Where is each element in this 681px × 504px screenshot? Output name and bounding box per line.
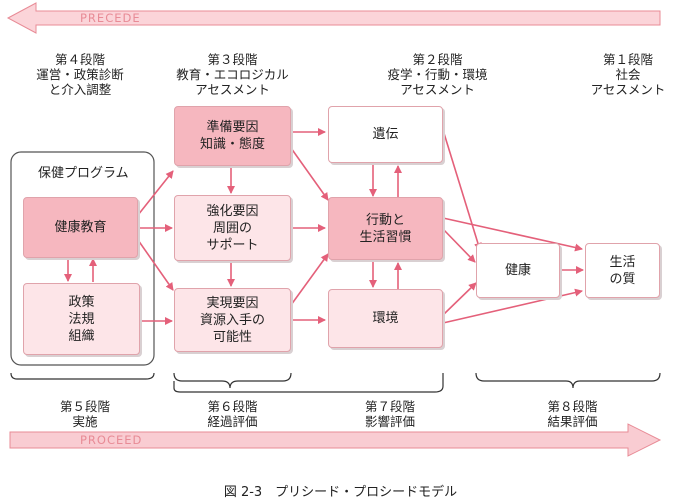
program-frame [10,151,155,366]
arrow-heredity-health [442,129,482,251]
heredity-box: 遺伝 [328,106,443,163]
phase-6-label: 第６段階 経過評価 [207,399,258,429]
program-title: 保健プログラム [38,166,129,181]
arrow-edu-enabling [137,239,174,291]
arrow-enabling-behavior [290,253,329,306]
phase-5-label: 第５段階 実施 [59,399,110,429]
bracket-implementation [10,372,155,380]
figure-caption: 図 2-3 プリシード・プロシードモデル [223,485,458,500]
predisposing-factor-box: 準備要因 知識・態度 [174,106,291,166]
bracket-impact [173,373,444,393]
precede-label: PRECEDE [80,11,141,25]
qol-box: 生活 の質 [585,243,660,298]
policy-box: 政策 法規 組織 [23,283,140,355]
behavior-box: 行動と 生活習慣 [328,197,443,260]
arrow-environment-health [442,282,477,316]
enabling-factor-box: 実現要因 資源入手の 可能性 [174,288,291,352]
health-education-box: 健康教育 [23,197,138,258]
phase-3-label: 第３段階 教育・エコロジカル アセスメント [176,52,289,97]
proceed-arrow [9,423,662,457]
reinforcing-factor-box: 強化要因 周囲の サポート [174,195,291,261]
health-box: 健康 [476,243,560,298]
environment-box: 環境 [328,289,443,348]
arrow-predisposing-behavior [290,147,329,201]
proceed-label: PROCEED [80,433,143,447]
bracket-outcome [475,372,661,389]
phase-1-label: 第１段階 社会 アセスメント [590,52,666,97]
precede-arrow [6,2,661,34]
phase-7-label: 第７段階 影響評価 [364,399,415,429]
phase-2-label: 第２段階 疫学・行動・環境 アセスメント [387,52,488,97]
bracket-process [173,372,292,389]
arrow-edu-predisposing [137,170,174,216]
arrow-behavior-health [442,228,476,263]
phase-4-label: 第４段階 運営・政策診断 と介入調整 [36,52,124,97]
phase-8-label: 第８段階 結果評価 [547,399,598,429]
